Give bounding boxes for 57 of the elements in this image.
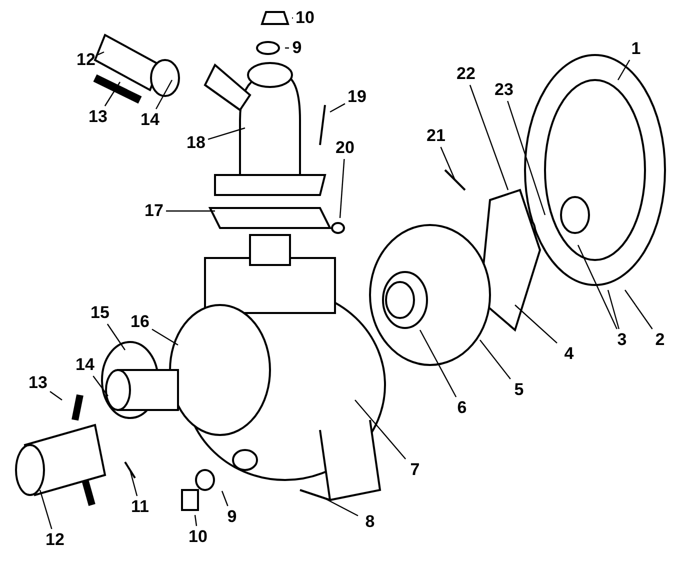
leader-line	[39, 490, 52, 530]
leader-line	[194, 514, 198, 526]
callout-number: 12	[46, 530, 64, 550]
callout-number: 17	[144, 201, 164, 221]
leader-line	[292, 17, 293, 19]
leader-line	[156, 80, 173, 110]
callout-number: 23	[494, 80, 514, 100]
callout-number: 6	[457, 398, 467, 418]
leader-line	[617, 60, 630, 80]
callout-number: 10	[188, 527, 208, 547]
callout-number: 18	[186, 133, 206, 153]
callout-number: 13	[28, 373, 48, 393]
callout-number: 2	[655, 330, 665, 350]
leader-line	[419, 330, 457, 398]
callout-number: 3	[617, 330, 627, 350]
leader-line	[221, 490, 228, 506]
callout-number: 10	[296, 8, 314, 28]
leader-line	[469, 84, 509, 190]
callout-number: 7	[410, 460, 420, 480]
leader-line	[98, 51, 104, 56]
leader-line	[330, 103, 346, 113]
leader-line	[480, 340, 511, 380]
leader-line	[106, 324, 126, 350]
callout-number: 1	[631, 39, 641, 59]
leader-line	[166, 210, 215, 212]
leader-line	[440, 146, 456, 180]
callout-number: 21	[426, 126, 446, 146]
leader-line	[624, 290, 653, 330]
leader-line	[322, 496, 358, 516]
callout-number: 11	[131, 497, 149, 517]
leader-line	[607, 290, 620, 330]
callout-number: 8	[365, 512, 375, 532]
leader-line	[577, 244, 618, 330]
leader-line	[285, 47, 289, 49]
leader-line	[152, 328, 178, 346]
callout-number: 12	[76, 50, 96, 70]
leader-line	[354, 400, 406, 460]
leader-line	[507, 100, 546, 216]
callout-number: 20	[336, 138, 354, 158]
callout-number: 5	[514, 380, 524, 400]
leader-line	[50, 391, 62, 400]
callout-number: 13	[88, 107, 108, 127]
callout-number: 16	[130, 312, 150, 332]
leader-line	[339, 158, 345, 218]
callout-number: 19	[348, 87, 366, 107]
callout-number: 9	[292, 38, 302, 58]
callout-number: 9	[227, 507, 237, 527]
leader-line	[514, 304, 558, 344]
callout-number: 4	[564, 344, 574, 364]
callout-number: 22	[456, 64, 476, 84]
leader-line	[208, 127, 246, 140]
leader-line	[104, 82, 120, 106]
callout-number: 15	[90, 303, 110, 323]
callout-number: 14	[76, 355, 94, 375]
leader-line	[92, 376, 108, 396]
callout-number: 14	[140, 110, 160, 130]
leader-line	[129, 470, 138, 496]
